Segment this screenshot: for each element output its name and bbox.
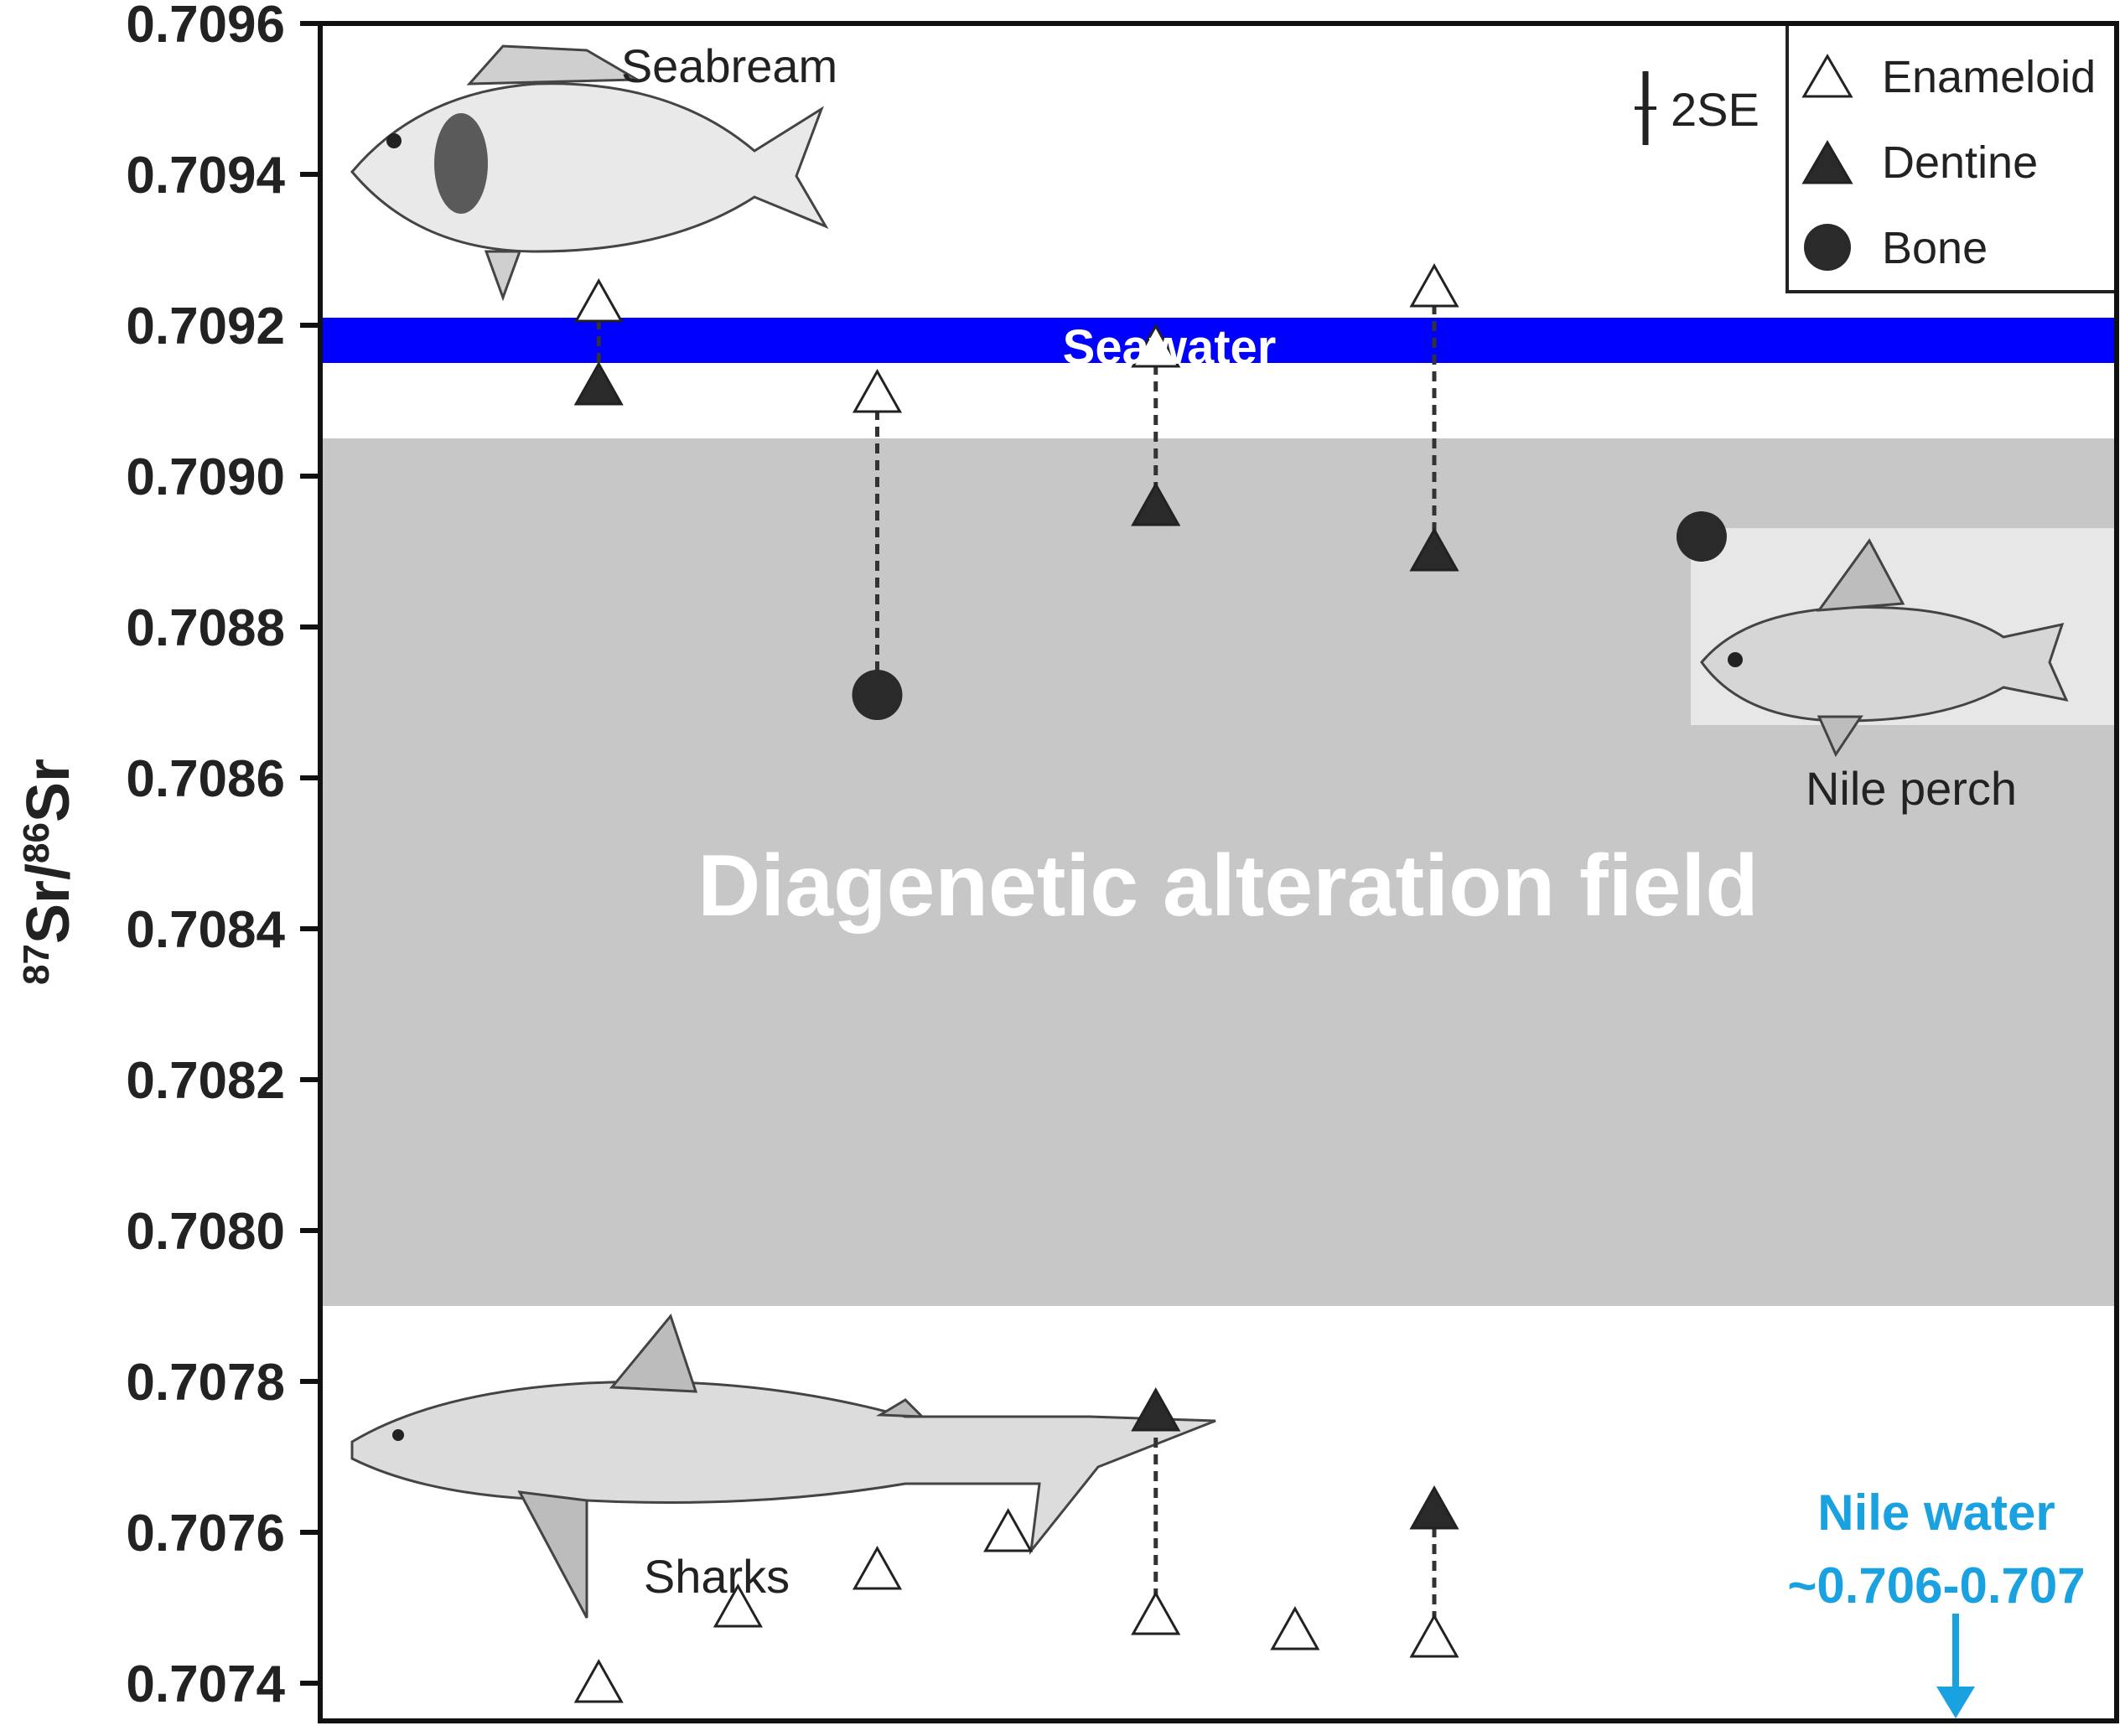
legend-enameloid-label: Enameloid [1882,52,2096,102]
y-tick-label: 0.7092 [126,298,285,355]
sharks-label: Sharks [644,1550,790,1603]
seabream-illustration [350,44,829,302]
y-axis-title-sup2: 86 [16,822,57,863]
bone-point [852,670,903,720]
y-tick-label: 0.7094 [126,147,285,205]
diagenetic-field-label: Diagenetic alteration field [697,837,1759,935]
y-axis-title-base1: Sr/ [15,863,82,944]
enameloid-point [852,1545,903,1590]
dentine-point [573,360,624,406]
y-tick-label: 0.7084 [126,901,285,959]
nile-water-label-line2: ~0.706-0.707 [1787,1557,2085,1614]
enameloid-point [1270,1605,1320,1650]
nile-water-annotation: Nile water ~0.706-0.707 [1787,1485,2086,1718]
enameloid-point [852,368,903,413]
shark-illustration [350,1313,1216,1619]
seawater-label: Seawater [1063,320,1277,375]
plot-frame [318,21,2119,1723]
y-tick-label: 0.7076 [126,1505,285,1562]
enameloid-point [1131,323,1181,368]
y-tick-label: 0.7096 [126,0,285,54]
seabream-label: Seabream [621,39,837,92]
enameloid-point [573,1658,624,1703]
markers-layer [573,262,1727,1703]
y-tick-label: 0.7078 [126,1354,285,1412]
seawater-band [320,318,2117,363]
y-tick-label: 0.7082 [126,1052,285,1110]
error-bar-label: 2SE [1671,83,1760,136]
y-axis-title: 87Sr/86Sr [15,759,82,985]
legend-bone-label: Bone [1882,223,1988,273]
enameloid-point [1131,1590,1181,1635]
y-tick-label: 0.7080 [126,1203,285,1261]
legend-bone-marker [1804,224,1851,271]
y-axis-title-base2: Sr [15,759,82,822]
y-tick-label: 0.7090 [126,448,285,506]
legend-dentine-label: Dentine [1882,137,2038,188]
legend-enameloid-marker [1801,54,1853,98]
y-tick-label: 0.7074 [126,1656,285,1713]
y-tick-label: 0.7088 [126,599,285,657]
nile-perch-illustration [1691,528,2117,758]
bone-point [1676,511,1727,562]
dentine-point [1131,481,1181,526]
nile-perch-label: Nile perch [1806,762,2017,815]
enameloid-point [713,1583,763,1628]
dentine-point [1409,1485,1459,1530]
y-axis-title-sup1: 87 [16,944,57,985]
y-axis: 0.7074 0.7076 0.7078 0.7080 0.7082 0.7084 0.70… [126,0,320,1713]
legend-dentine-marker [1801,140,1853,184]
enameloid-point [573,277,624,323]
y-tick-label: 0.7086 [126,750,285,808]
dentine-point [1409,526,1459,572]
enameloid-point [1409,262,1459,308]
dentine-point [1131,1386,1181,1432]
nile-water-label-line1: Nile water [1817,1485,2055,1541]
enameloid-point [1409,1613,1459,1658]
error-bar-2se: 2SE [1635,71,1760,145]
legend: Enameloid Dentine Bone [1786,22,2118,293]
enameloid-point [983,1507,1034,1552]
nile-water-arrow-head [1936,1687,1975,1718]
